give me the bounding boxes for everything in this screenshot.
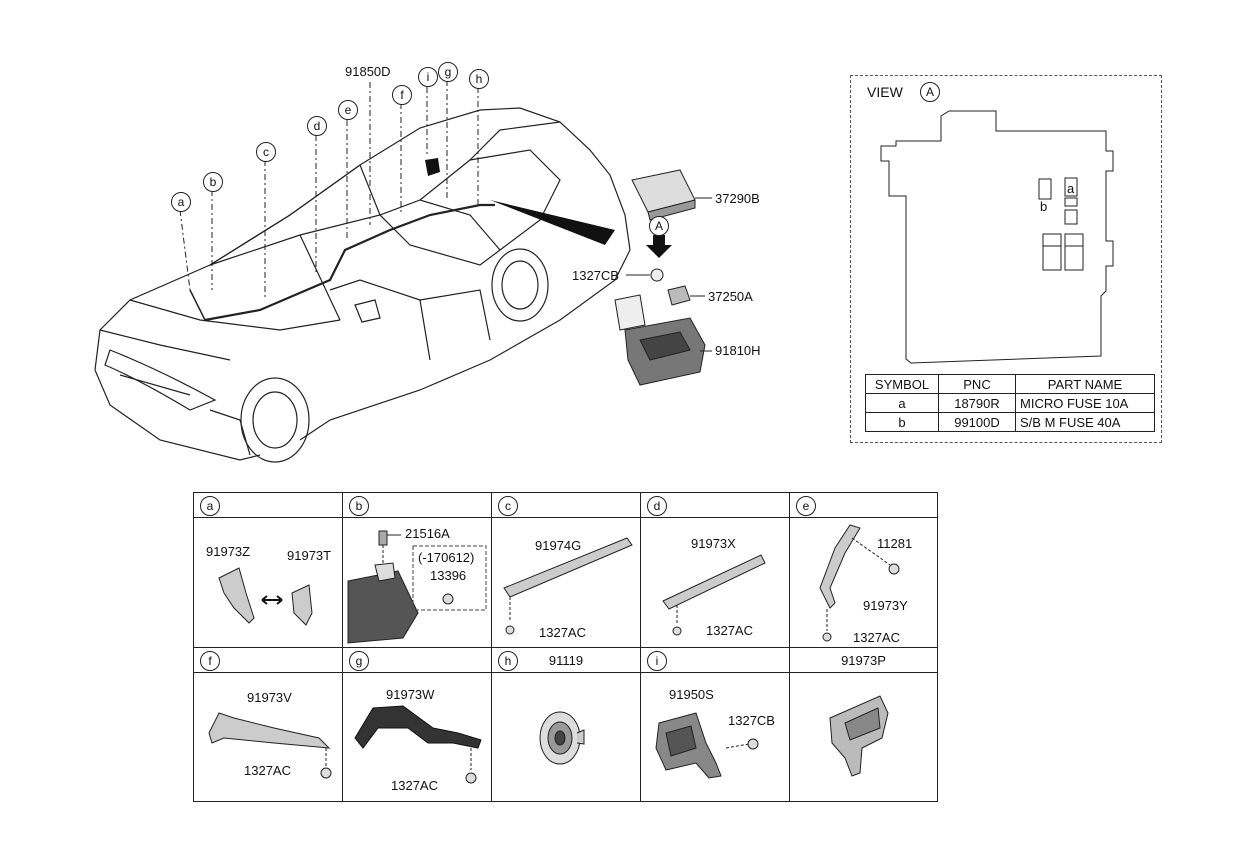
cell-key: f bbox=[200, 651, 220, 671]
table-row: a 18790R MICRO FUSE 10A bbox=[865, 393, 1155, 413]
callout-c: c bbox=[256, 142, 276, 162]
part-drawing bbox=[829, 695, 889, 777]
grid-cell-91973p: 91973P bbox=[789, 647, 938, 802]
cell-key: h bbox=[498, 651, 518, 671]
part-drawing bbox=[503, 537, 633, 635]
cell-title: 91973P bbox=[841, 653, 886, 668]
table-cell: a bbox=[865, 393, 939, 413]
cell-key: c bbox=[498, 496, 518, 516]
cell-key: b bbox=[349, 496, 369, 516]
harness-label: 91850D bbox=[345, 64, 391, 79]
grid-cell-a: a 91973Z 91973T bbox=[193, 492, 343, 648]
callout-g: g bbox=[438, 62, 458, 82]
fuse-a-label: a bbox=[1067, 181, 1075, 196]
cell-key: e bbox=[796, 496, 816, 516]
nut-label: 1327CB bbox=[572, 268, 619, 283]
part-drawing bbox=[218, 567, 313, 626]
cell-key: i bbox=[647, 651, 667, 671]
part-label: 91973Z bbox=[206, 544, 251, 559]
table-cell: b bbox=[865, 412, 939, 432]
part-drawing bbox=[347, 530, 487, 644]
part-label: 91974G bbox=[535, 538, 582, 553]
cell-title: 91119 bbox=[548, 653, 584, 668]
part-label: 1327AC bbox=[539, 625, 586, 640]
table-header-row: SYMBOL PNC PART NAME bbox=[865, 374, 1155, 394]
parts-table: SYMBOL PNC PART NAME a 18790R MICRO FUSE… bbox=[865, 374, 1155, 432]
part-label: 1327AC bbox=[853, 630, 900, 645]
cell-key: d bbox=[647, 496, 667, 516]
connector-label: 37250A bbox=[708, 289, 753, 304]
table-header: PART NAME bbox=[1015, 374, 1155, 394]
grid-cell-h: h 91119 bbox=[491, 647, 641, 802]
part-label: 21516A bbox=[405, 526, 450, 541]
part-label: 11281 bbox=[877, 536, 913, 551]
grid-cell-f: f 91973V 1327AC bbox=[193, 647, 343, 802]
part-label: 91973T bbox=[287, 548, 332, 563]
part-label: (-170612) bbox=[418, 550, 475, 565]
table-cell: 99100D bbox=[938, 412, 1016, 432]
fuse-box-outline bbox=[880, 110, 1114, 364]
part-label: 91973V bbox=[247, 690, 292, 705]
table-row: b 99100D S/B M FUSE 40A bbox=[865, 412, 1155, 432]
callout-f: f bbox=[392, 85, 412, 105]
part-label: 1327AC bbox=[706, 623, 753, 638]
module-label: 37290B bbox=[715, 191, 760, 206]
part-drawing bbox=[819, 524, 900, 642]
grid-cell-b: b 21516A (-170612) 13396 bbox=[342, 492, 492, 648]
part-drawing bbox=[208, 712, 332, 779]
part-drawing bbox=[655, 712, 759, 779]
part-label: 91973X bbox=[691, 536, 736, 551]
table-header: SYMBOL bbox=[865, 374, 939, 394]
table-header: PNC bbox=[938, 374, 1016, 394]
view-marker-circle: A bbox=[920, 82, 940, 102]
part-label: 1327AC bbox=[244, 763, 291, 778]
fuse-box-label: 91810H bbox=[715, 343, 761, 358]
callout-h: h bbox=[469, 69, 489, 89]
part-label: 91950S bbox=[669, 687, 714, 702]
callout-d: d bbox=[307, 116, 327, 136]
part-label: 91973Y bbox=[863, 598, 908, 613]
grid-cell-e: e 11281 91973Y 1327AC bbox=[789, 492, 938, 648]
table-cell: S/B M FUSE 40A bbox=[1015, 412, 1155, 432]
part-label: 13396 bbox=[430, 568, 467, 583]
callout-i: i bbox=[418, 67, 438, 87]
part-label: 1327AC bbox=[391, 778, 438, 793]
callout-a: a bbox=[171, 192, 191, 212]
cell-key: g bbox=[349, 651, 369, 671]
parts-grid: a 91973Z 91973T b 21516A (-170612) 13396… bbox=[193, 492, 938, 802]
part-drawing bbox=[354, 705, 482, 784]
view-marker: A bbox=[649, 216, 669, 236]
grid-cell-i: i 91950S 1327CB bbox=[640, 647, 790, 802]
grid-cell-g: g 91973W 1327AC bbox=[342, 647, 492, 802]
fuse-b-label: b bbox=[1040, 199, 1048, 214]
table-cell: MICRO FUSE 10A bbox=[1015, 393, 1155, 413]
table-cell: 18790R bbox=[938, 393, 1016, 413]
view-a-panel: VIEW A a b SYMBOL PNC PART NAME a 18790R… bbox=[850, 75, 1162, 443]
part-label: 1327CB bbox=[728, 713, 775, 728]
part-label: 91973W bbox=[386, 687, 435, 702]
callout-e: e bbox=[338, 100, 358, 120]
part-drawing bbox=[539, 711, 585, 765]
part-drawing bbox=[662, 554, 766, 636]
grid-cell-d: d 91973X 1327AC bbox=[640, 492, 790, 648]
car-wiring-illustration bbox=[94, 80, 712, 463]
grid-cell-c: c 91974G 1327AC bbox=[491, 492, 641, 648]
view-title: VIEW bbox=[867, 84, 903, 100]
callout-b: b bbox=[203, 172, 223, 192]
cell-key: a bbox=[200, 496, 220, 516]
